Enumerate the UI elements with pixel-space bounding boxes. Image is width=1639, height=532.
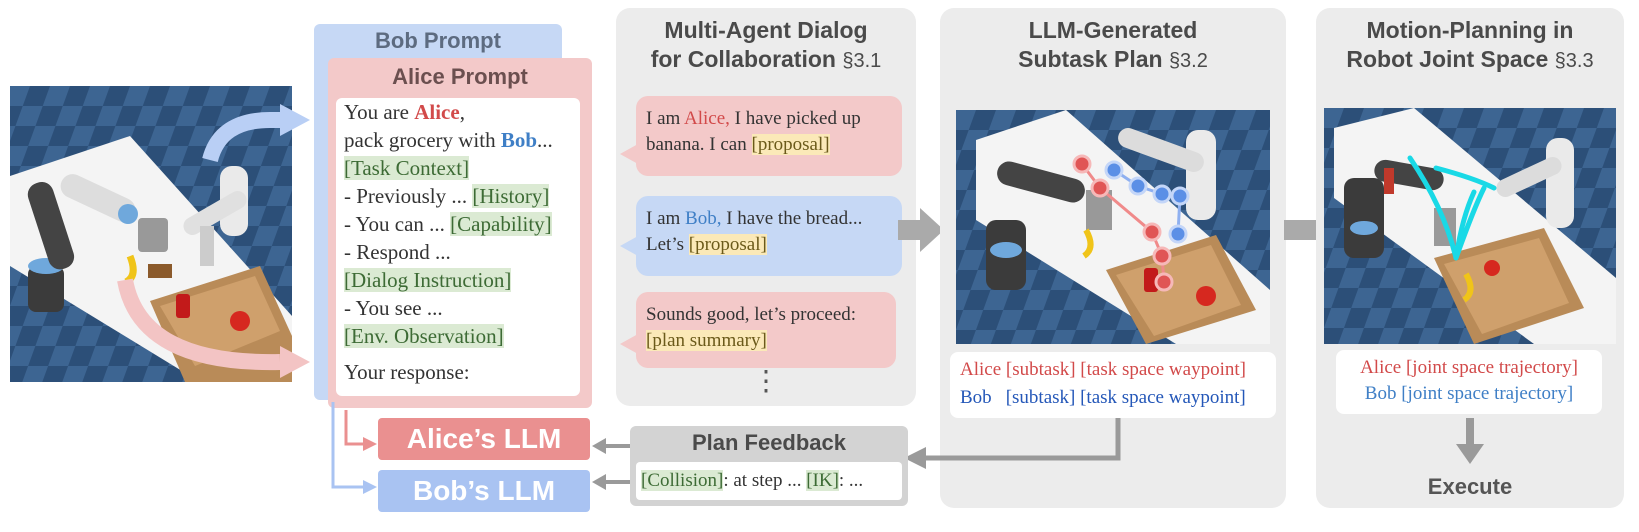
motion-scene-image — [1324, 108, 1616, 344]
dialog-section-ref: §3.1 — [842, 50, 882, 72]
bob-plan-text: [subtask] [task space waypoint] — [1005, 387, 1246, 408]
motion-trajectory-box: Alice [joint space trajectory] Bob [join… — [1336, 350, 1602, 414]
execute-arrow — [1456, 418, 1484, 464]
bubble-tail — [620, 236, 638, 256]
plan-summary-tag: [plan summary] — [646, 330, 767, 351]
bob-name: Bob — [960, 387, 992, 408]
bubble-text: I am — [646, 208, 686, 229]
bubble-tail — [620, 144, 638, 164]
bob-dialog-bubble: I am Bob, I have the bread... Let’s [pro… — [636, 196, 902, 276]
plan-title-text: Subtask Plan — [1018, 46, 1163, 72]
feedback-title: Plan Feedback — [691, 430, 847, 455]
capability-tag: [Capability] — [450, 212, 552, 236]
bubble-text: I am — [646, 108, 684, 129]
alice-plan-bubble: Sounds good, let’s proceed: [plan summar… — [636, 292, 896, 368]
scene-to-prompt-arrows — [117, 104, 310, 378]
dialog-panel: Multi-Agent Dialog for Collaboration §3.… — [616, 8, 916, 406]
proposal-tag: [proposal] — [688, 234, 767, 255]
bubble-text: banana. I can — [646, 134, 752, 155]
dialog-panel-title: Multi-Agent Dialog for Collaboration §3.… — [616, 16, 916, 76]
prompt-text: ... — [537, 128, 553, 152]
bob-name: Bob, — [685, 208, 722, 229]
prompt-line-env-observation: [Env. Observation] — [344, 324, 504, 349]
dialog-title-line2: for Collaboration §3.1 — [616, 45, 916, 76]
execute-label: Execute — [1427, 474, 1513, 499]
prompt-line-dialog-instruction: [Dialog Instruction] — [344, 268, 512, 293]
dialog-title-line1: Multi-Agent Dialog — [664, 17, 868, 43]
bob-trajectory-row: Bob [joint space trajectory] — [1364, 383, 1574, 404]
alice-trajectory-row: Alice [joint space trajectory] — [1360, 357, 1578, 378]
bob-name: Bob — [500, 128, 538, 152]
prompt-line-identity: You are Alice, — [344, 100, 465, 125]
plan-scene-image — [956, 110, 1270, 344]
feedback-text: : ... — [838, 470, 864, 491]
motion-title-line1: Motion-Planning in — [1366, 17, 1574, 43]
bob-plan-row: Bob [subtask] [task space waypoint] — [960, 384, 1246, 412]
alice-prompt-content: You are Alice, pack grocery with Bob... … — [336, 98, 580, 396]
plan-to-feedback-arrow — [904, 418, 1121, 469]
plan-waypoint-box: Alice [subtask] [task space waypoint] Bo… — [950, 352, 1276, 418]
plan-feedback-box: Plan Feedback [Collision]: at step ... [… — [630, 426, 908, 506]
dialog-instruction-tag: [Dialog Instruction] — [344, 268, 512, 292]
history-tag: [History] — [472, 184, 550, 208]
ik-tag: [IK] — [806, 470, 839, 491]
bubble-text: I have picked up — [729, 108, 861, 129]
prompt-line-history: - Previously ... [History] — [344, 184, 550, 209]
prompt-to-llm-arrows — [331, 402, 377, 494]
bubble-text: Let’s — [646, 234, 689, 255]
alice-prompt-box: Alice Prompt You are Alice, pack grocery… — [328, 58, 592, 408]
prompt-line-task-context: [Task Context] — [344, 156, 470, 181]
bubble-tail — [620, 334, 638, 354]
alice-dialog-bubble: I am Alice, I have picked up banana. I c… — [636, 96, 902, 176]
bob-prompt-title: Bob Prompt — [375, 28, 501, 53]
motion-title-text: Robot Joint Space — [1346, 46, 1549, 72]
motion-title-line2: Robot Joint Space §3.3 — [1316, 45, 1624, 76]
prompt-text: You are — [344, 100, 415, 124]
plan-section-ref: §3.2 — [1168, 50, 1208, 72]
collision-tag: [Collision] — [641, 470, 724, 491]
alice-name: Alice, — [684, 108, 730, 129]
alice-plan-row: Alice [subtask] [task space waypoint] — [960, 359, 1246, 380]
proposal-tag: [proposal] — [751, 134, 830, 155]
prompt-line-capability: - You can ... [Capability] — [344, 212, 552, 237]
task-context-tag: [Task Context] — [344, 156, 470, 180]
prompt-text: - You can ... — [344, 212, 451, 236]
dialog-ellipsis: ⋮ — [752, 365, 780, 396]
motion-panel: Motion-Planning in Robot Joint Space §3.… — [1316, 8, 1624, 508]
feedback-content: [Collision]: at step ... [IK]: ... — [636, 462, 902, 500]
prompt-line-respond: - Respond ... — [344, 240, 451, 264]
dialog-to-plan-arrow — [898, 208, 944, 252]
alice-llm-box: Alice’s LLM — [378, 418, 590, 460]
prompt-line-response: Your response: — [344, 360, 470, 384]
bob-llm-box: Bob’s LLM — [378, 470, 590, 512]
feedback-text: : at step ... — [723, 470, 807, 491]
alice-prompt-title: Alice Prompt — [392, 64, 528, 89]
prompt-text: , — [459, 100, 465, 124]
plan-title-line1: LLM-Generated — [1028, 17, 1198, 43]
motion-section-ref: §3.3 — [1554, 50, 1594, 72]
plan-title-line2: Subtask Plan §3.2 — [940, 45, 1286, 76]
prompt-line-you-see: - You see ... — [344, 296, 443, 320]
env-observation-tag: [Env. Observation] — [344, 324, 504, 348]
feedback-to-llm-arrows — [592, 438, 632, 490]
prompt-text: pack grocery with — [344, 128, 501, 152]
bubble-text: I have the bread... — [721, 208, 863, 229]
prompt-line-task: pack grocery with Bob... — [344, 128, 553, 153]
alice-name: Alice — [414, 100, 460, 124]
plan-panel-title: LLM-Generated Subtask Plan §3.2 — [940, 16, 1286, 76]
prompt-text: - Previously ... — [344, 184, 473, 208]
dialog-title-text: for Collaboration — [650, 46, 836, 72]
bubble-text: Sounds good, let’s proceed: — [646, 304, 857, 325]
plan-panel: LLM-Generated Subtask Plan §3.2 — [940, 8, 1286, 508]
motion-panel-title: Motion-Planning in Robot Joint Space §3.… — [1316, 16, 1624, 76]
